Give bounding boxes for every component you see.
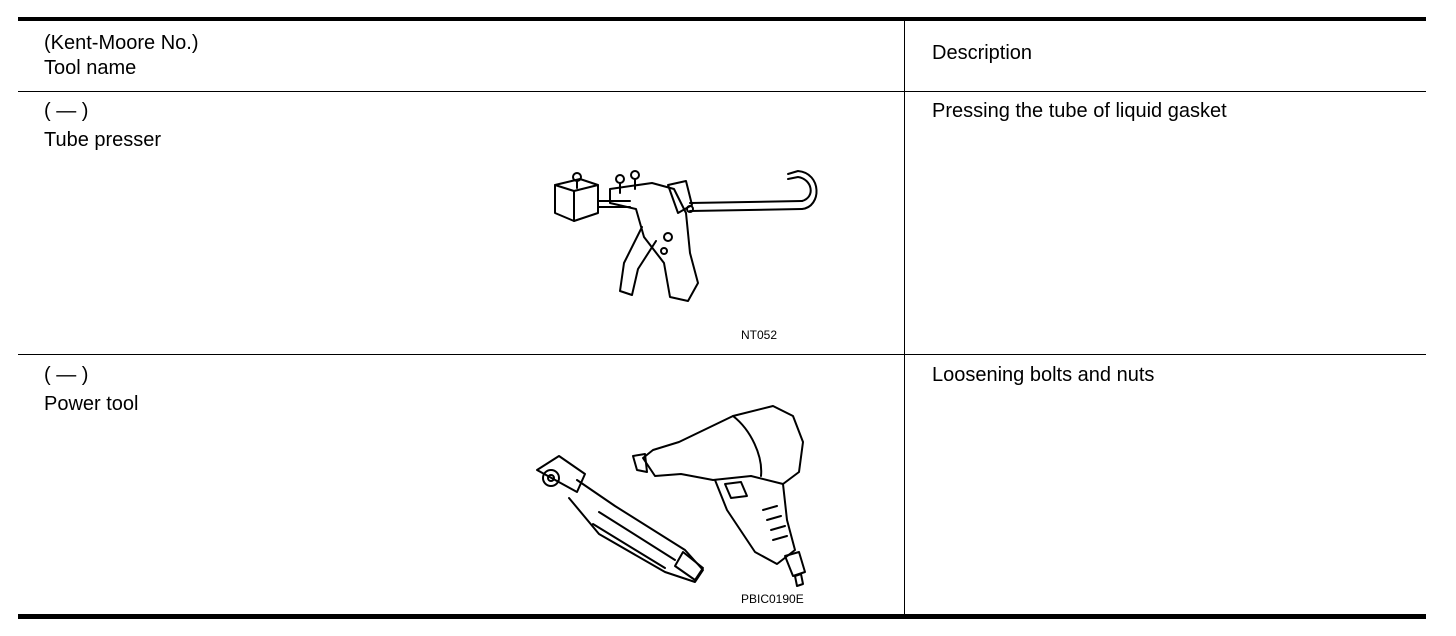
tool-name: Tube presser: [44, 129, 162, 151]
row-divider: [18, 354, 1426, 355]
power-tools-illustration: [536, 405, 806, 587]
tool-description: Loosening bolts and nuts: [932, 364, 1155, 386]
header-divider: [18, 91, 1426, 92]
tool-name: Power tool: [44, 393, 139, 415]
tool-name-header: Tool name: [44, 57, 137, 79]
tool-description: Pressing the tube of liquid gasket: [932, 100, 1227, 122]
tube-presser-illustration: [554, 170, 818, 302]
tool-number: ( — ): [44, 364, 89, 386]
column-divider: [904, 21, 905, 614]
tool-number: ( — ): [44, 100, 89, 122]
table-top-rule: [18, 17, 1426, 21]
description-header: Description: [932, 42, 1033, 64]
kent-moore-number-header: (Kent-Moore No.): [44, 32, 199, 54]
figure-code: PBIC0190E: [741, 592, 804, 606]
figure-code: NT052: [741, 328, 778, 342]
table-bottom-rule: [18, 614, 1426, 619]
